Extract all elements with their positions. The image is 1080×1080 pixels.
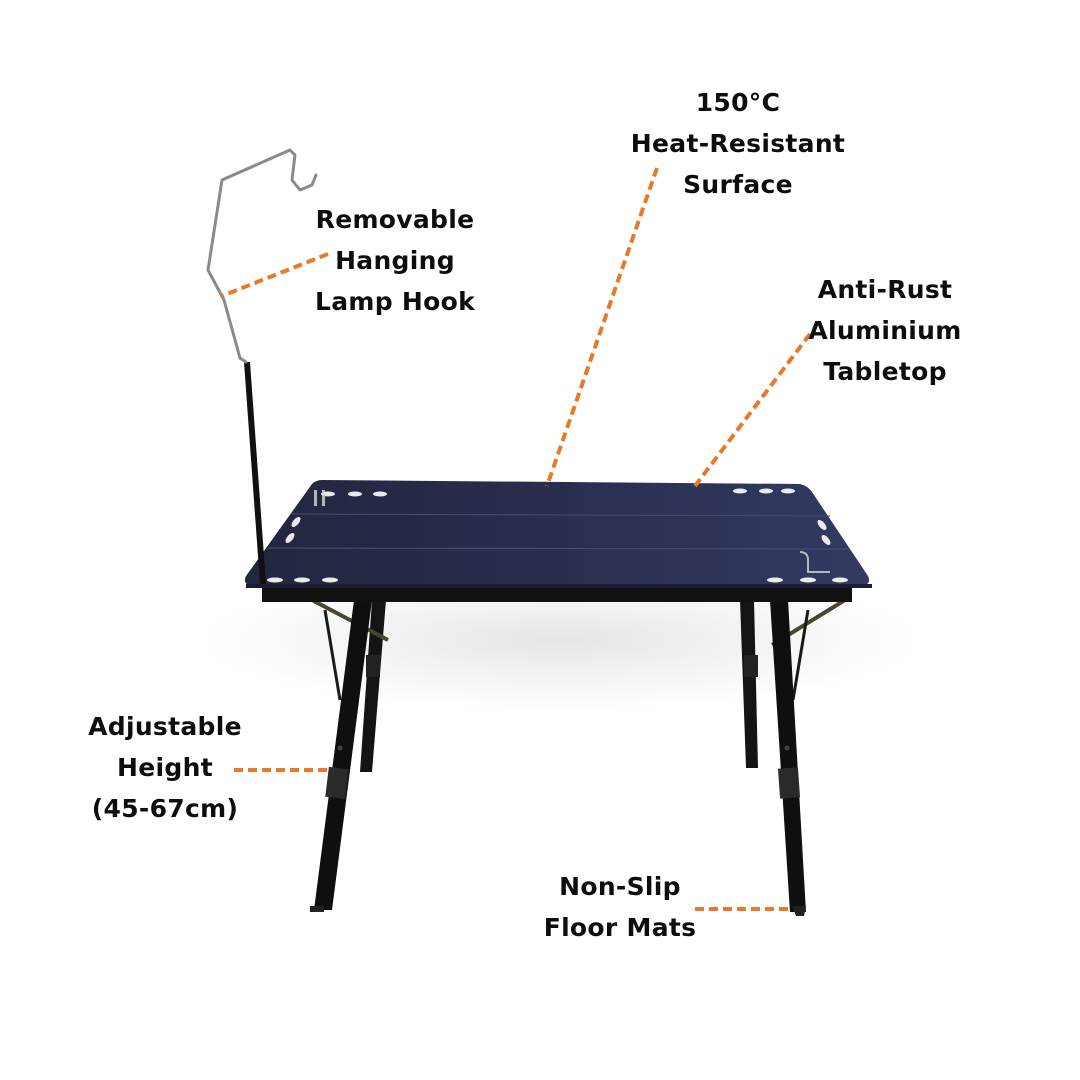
callout-line: Hanging bbox=[335, 246, 455, 275]
callout-line: 150°C bbox=[695, 88, 781, 117]
back-legs bbox=[360, 600, 758, 772]
leader-rust bbox=[693, 332, 812, 488]
callout-line: Non-Slip bbox=[559, 872, 681, 901]
leader-heat bbox=[545, 167, 659, 487]
callout-line: Anti-Rust bbox=[817, 275, 953, 304]
front-right-leg bbox=[770, 600, 806, 916]
leader-lines bbox=[221, 167, 812, 911]
lamp-hook bbox=[206, 148, 318, 584]
callout-line: Adjustable bbox=[88, 712, 242, 741]
callout-heat-resistant-surface: 150°C Heat-Resistant Surface bbox=[618, 82, 858, 205]
callout-line: (45-67cm) bbox=[91, 794, 239, 823]
callout-lamp-hook: Removable Hanging Lamp Hook bbox=[300, 199, 490, 322]
tabletop bbox=[244, 480, 872, 588]
front-left-leg bbox=[310, 600, 372, 912]
leader-hook bbox=[221, 252, 329, 298]
callout-adjustable-height: Adjustable Height (45-67cm) bbox=[70, 706, 260, 829]
callout-line: Removable bbox=[315, 205, 475, 234]
callout-line: Heat-Resistant bbox=[630, 129, 846, 158]
callout-anti-rust-tabletop: Anti-Rust Aluminium Tabletop bbox=[795, 269, 975, 392]
callout-non-slip-mats: Non-Slip Floor Mats bbox=[535, 866, 705, 948]
callout-line: Height bbox=[117, 753, 213, 782]
callout-line: Aluminium bbox=[808, 316, 962, 345]
table-frame bbox=[262, 588, 852, 602]
callout-line: Floor Mats bbox=[543, 913, 697, 942]
callout-line: Tabletop bbox=[823, 357, 947, 386]
callout-line: Surface bbox=[683, 170, 793, 199]
callout-line: Lamp Hook bbox=[314, 287, 476, 316]
